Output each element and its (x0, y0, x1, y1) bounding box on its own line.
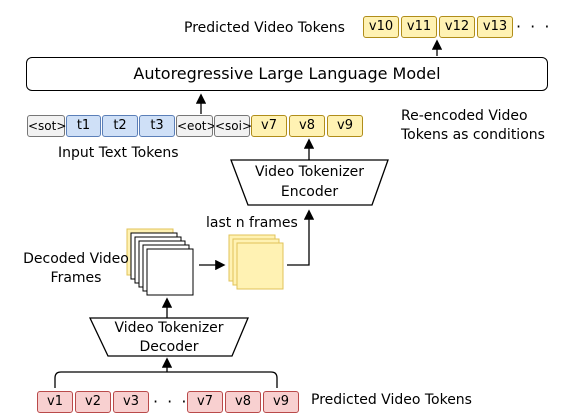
encoder-shape (230, 159, 389, 206)
input-text-tokens-label: Input Text Tokens (58, 145, 179, 161)
top-predicted-label: Predicted Video Tokens (184, 20, 345, 36)
token-v12: v12 (439, 16, 475, 38)
bottom-token-v9: v9 (263, 391, 299, 413)
bottom-bracket (54, 371, 278, 388)
token-v9: v9 (327, 115, 363, 137)
last-frames-label: last n frames (206, 215, 298, 231)
bottom-token-v3: v3 (113, 391, 149, 413)
bottom-predicted-label: Predicted Video Tokens (311, 392, 472, 408)
token-v11: v11 (401, 16, 437, 38)
reencoded-label-line2: Tokens as conditions (401, 127, 545, 143)
reencoded-label-line1: Re-encoded Video (401, 108, 528, 124)
decoder-label-line1: Video Tokenizer (114, 320, 224, 336)
bottom-token-v1: v1 (37, 391, 73, 413)
decoder-label-line2: Decoder (139, 339, 199, 355)
token-v10: v10 (363, 16, 399, 38)
decoded-frames-line1: Decoded Video (23, 251, 129, 267)
token-sot: <sot> (27, 115, 66, 137)
top-ellipsis: · · · (516, 17, 552, 36)
token-t3: t3 (139, 115, 175, 137)
token-v13: v13 (477, 16, 513, 38)
encoder-label-line2: Encoder (280, 184, 339, 200)
bottom-token-v8: v8 (225, 391, 261, 413)
bottom-token-v2: v2 (75, 391, 111, 413)
llm-box: Autoregressive Large Language Model (26, 57, 548, 91)
token-v7: v7 (251, 115, 287, 137)
bottom-token-v7: v7 (187, 391, 223, 413)
last-frames-stack (228, 234, 284, 290)
decoded-frames-stack (126, 228, 194, 296)
token-t2: t2 (102, 115, 138, 137)
arrow-last-to-encoder (287, 209, 315, 266)
encoder-label-line1: Video Tokenizer (254, 164, 365, 180)
token-soi: <soi> (214, 115, 252, 137)
decoded-frames-line2: Frames (50, 270, 102, 286)
bottom-ellipsis: · · · (153, 392, 189, 411)
token-eot: <eot> (176, 115, 217, 137)
decoder-shape (88, 317, 249, 357)
token-v8: v8 (289, 115, 325, 137)
token-t1: t1 (66, 115, 101, 137)
